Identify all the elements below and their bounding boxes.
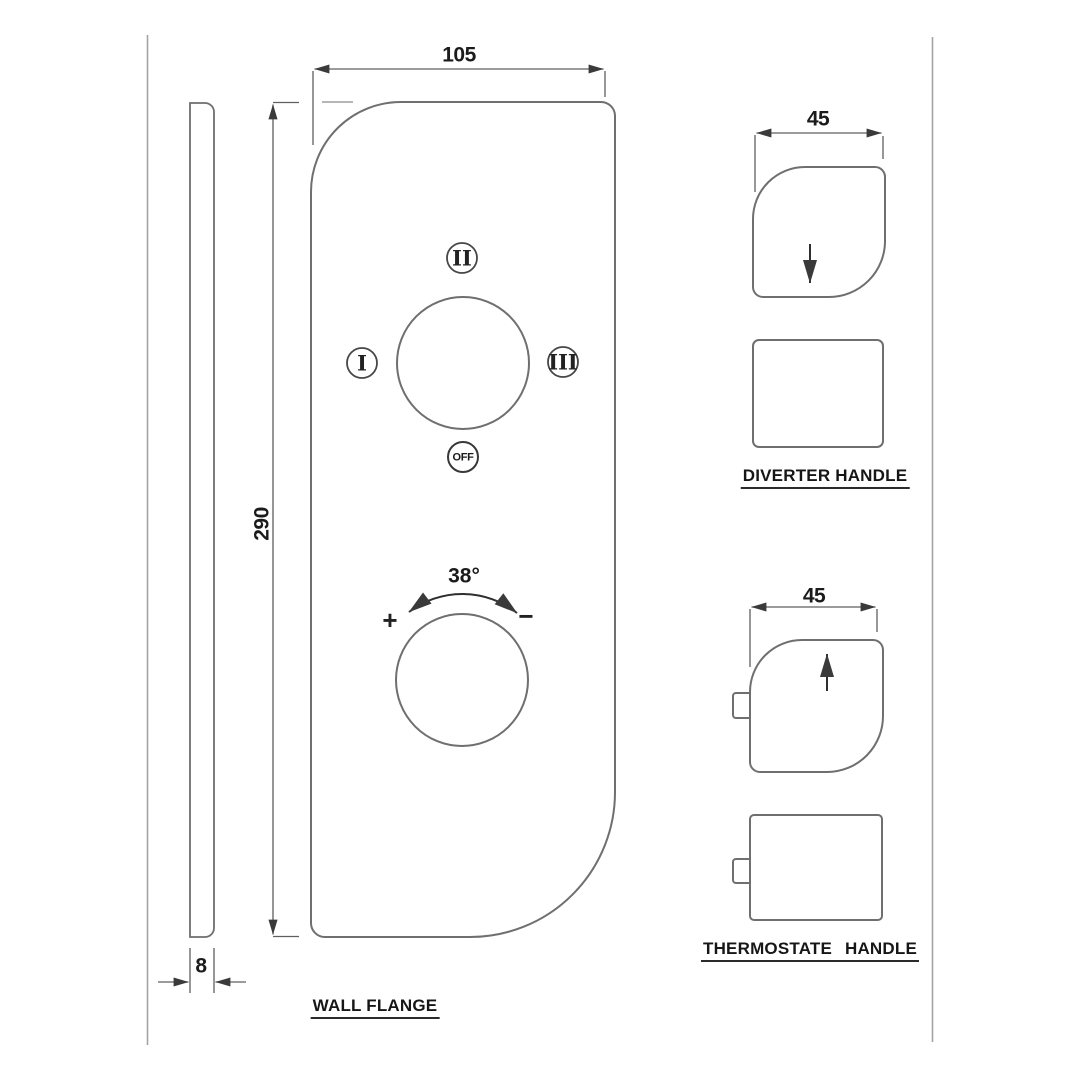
position-label-left: I: [357, 350, 367, 376]
thermostat-cold-sign: −: [518, 601, 534, 631]
dim-label-width-105: 105: [442, 43, 476, 67]
thermostate-handle-side-view: [749, 814, 883, 921]
thermostate-side-view-tab: [732, 858, 750, 884]
diverter-handle-top-view: [752, 166, 886, 298]
thermostat-hole: [395, 613, 529, 747]
dim-thermostate-45: [749, 602, 878, 667]
dim-label-diverter-45: 45: [806, 107, 830, 131]
caption-thermostate-handle: THERMOSTATE HANDLE: [700, 940, 920, 962]
thermostate-top-view-tab: [732, 692, 750, 719]
dim-diverter-45: [754, 128, 884, 192]
position-marker-left-circle: [346, 347, 378, 379]
diverter-hole: [396, 296, 530, 430]
diverter-handle-side-view: [752, 339, 884, 448]
thermostat-hot-sign: +: [382, 605, 398, 635]
position-label-top: II: [452, 245, 472, 271]
position-marker-right-circle: [547, 346, 579, 378]
thermostate-handle-top-view: [749, 639, 885, 773]
dim-label-thermostate-45: 45: [802, 584, 826, 608]
dim-width-105: [312, 64, 606, 145]
wall-flange-front-view: [310, 101, 616, 938]
position-label-off: OFF: [452, 451, 474, 464]
dim-height-290: [268, 101, 299, 938]
wall-flange-side-view: [189, 102, 215, 938]
caption-diverter-handle: DIVERTER HANDLE: [740, 467, 910, 489]
position-marker-top-circle: [446, 242, 478, 274]
dim-label-thickness-8: 8: [195, 954, 207, 978]
thermostat-angle-label: 38°: [448, 564, 480, 588]
dim-label-height-290: 290: [250, 507, 274, 541]
dim-thickness-8: [158, 948, 246, 993]
position-label-right: III: [548, 349, 578, 375]
position-marker-off-circle: [447, 441, 479, 473]
caption-wall-flange: WALL FLANGE: [310, 997, 440, 1019]
rotation-arc-arrow: [408, 592, 518, 614]
